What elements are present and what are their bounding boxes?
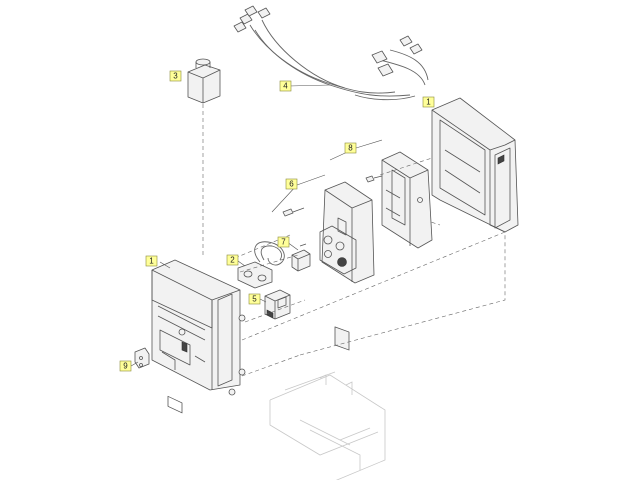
svg-text:2: 2 [230,256,235,265]
callout-5: 5 [248,293,261,305]
svg-text:5: 5 [252,295,257,304]
assembly-lines [234,157,506,377]
svg-text:8: 8 [348,144,353,153]
part-1-rear-cover [424,97,519,233]
svg-text:1: 1 [149,257,154,266]
callout-7: 7 [277,236,290,248]
part-9-bracket [130,347,150,369]
callout-2: 2 [226,254,239,266]
svg-text:9: 9 [123,362,128,371]
part-5-switch-module [257,289,291,320]
part-6-control-panel [271,174,375,351]
ghost-mounting-rail [269,371,386,480]
callout-4: 4 [279,80,292,92]
svg-text:3: 3 [173,72,178,81]
part-4-wire-harness [233,5,429,101]
callout-9: 9 [119,360,132,372]
callout-1-lower: 1 [145,255,158,267]
part-3-small-box [187,58,221,255]
callout-8: 8 [344,142,357,154]
svg-text:4: 4 [283,82,288,91]
svg-text:7: 7 [281,238,286,247]
callout-6: 6 [285,178,298,190]
callout-3: 3 [169,70,182,82]
part-7-connector [286,241,311,272]
part-1-main-housing [151,259,246,414]
callout-1-upper: 1 [422,96,435,108]
svg-text:6: 6 [289,180,294,189]
part-2-cable-gland [237,241,285,289]
svg-text:1: 1 [426,98,431,107]
